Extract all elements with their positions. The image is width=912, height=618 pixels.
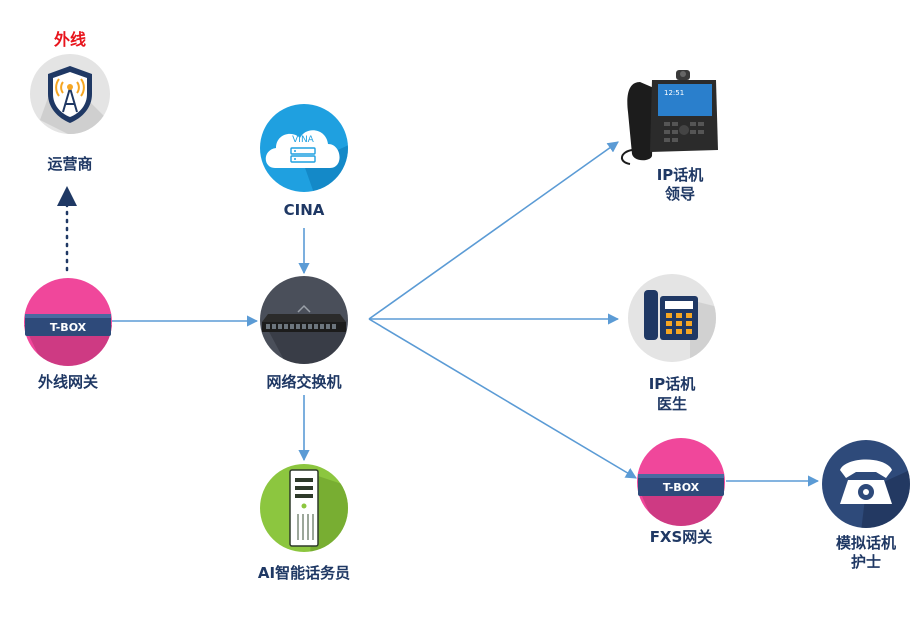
- cina-node: VINA CINA: [260, 104, 348, 219]
- phone-screen-time: 12:51: [664, 89, 684, 97]
- outer-line-title: 外线: [53, 30, 86, 49]
- analog-phone-label-2: 护士: [851, 553, 881, 571]
- analog-phone-icon: [840, 459, 892, 504]
- switch-label: 网络交换机: [266, 373, 341, 391]
- ip-phone-doctor-label-2: 医生: [657, 395, 687, 413]
- carrier-label: 运营商: [47, 155, 92, 173]
- ai-operator-node: AI智能话务员: [258, 464, 350, 582]
- outer-gateway-node: T-BOX 外线网关: [24, 278, 112, 391]
- ai-operator-label: AI智能话务员: [258, 564, 350, 582]
- fxs-tbox-label: T-BOX: [663, 481, 700, 494]
- cell-tower-shield-icon: [48, 66, 92, 123]
- fxs-gateway-label: FXS网关: [650, 528, 713, 546]
- analog-phone-node: 模拟话机 护士: [822, 440, 910, 571]
- switch-to-fxs-arrow: [368, 318, 637, 479]
- switch-node: 网络交换机: [260, 276, 348, 391]
- connectors: [57, 141, 820, 487]
- server-tower-icon: [289, 469, 319, 547]
- network-switch-icon: [262, 304, 346, 332]
- outer-gateway-label: 外线网关: [37, 373, 98, 391]
- fxs-gateway-node: T-BOX FXS网关: [637, 438, 725, 546]
- carrier-node: 外线 运营商: [30, 30, 110, 173]
- ip-phone-leader-label-1: IP话机: [657, 166, 704, 184]
- cloud-server-icon: VINA: [265, 130, 340, 168]
- tbox-label: T-BOX: [50, 321, 87, 334]
- switch-to-leader-phone-arrow: [368, 141, 619, 320]
- tbox-gateway-icon: T-BOX: [638, 474, 724, 496]
- desk-phone-icon: [644, 290, 698, 340]
- tbox-gateway-icon: T-BOX: [25, 314, 111, 336]
- ip-phone-leader-node: 12:51 IP话机 领导: [621, 70, 718, 203]
- cina-label: CINA: [284, 201, 325, 219]
- ip-phone-leader-label-2: 领导: [664, 185, 695, 203]
- video-ip-phone-icon: 12:51: [621, 70, 718, 165]
- ip-phone-doctor-node: IP话机 医生: [628, 274, 716, 413]
- ip-phone-doctor-label-1: IP话机: [649, 375, 696, 393]
- vina-text: VINA: [292, 135, 315, 145]
- analog-phone-label-1: 模拟话机: [836, 534, 896, 552]
